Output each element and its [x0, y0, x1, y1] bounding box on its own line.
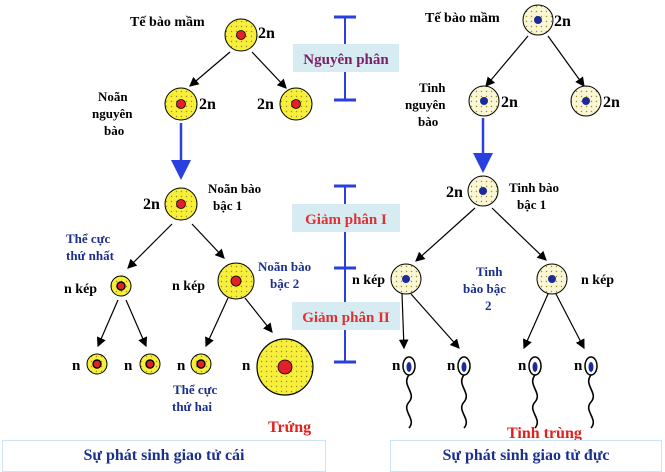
male-germ-cell-label: Tế bào mầm [425, 11, 500, 26]
primary-oocyte-label-1: Noãn bào [208, 181, 261, 196]
mitosis-phase-box [293, 44, 399, 72]
second-polar-body-label-1: Thể cực [173, 382, 217, 397]
primary-oocyte-ploidy: 2n [143, 196, 160, 213]
first-polar-body-label-2: thứ nhất [66, 248, 115, 263]
first-polar-body-cell [110, 275, 132, 297]
spermatogonium-label-2: nguyên [405, 97, 446, 112]
oogonium-label-2: nguyên [92, 106, 133, 121]
secondary-spermatocyte-2-ploidy: n kép [581, 273, 614, 288]
secondary-spermatocyte-1-ploidy: n kép [352, 273, 385, 288]
meiosis2-phase-label: Giảm phân II [302, 310, 390, 326]
spermatogonium-label-3: bào [418, 114, 438, 129]
female-germ-cell-label: Tế bào mầm [130, 15, 205, 30]
primary-spermatocyte-cell [467, 175, 499, 207]
second-polar-body-cell [190, 353, 212, 375]
female-germ-cell [224, 18, 258, 52]
sperm-cell-2 [457, 356, 471, 429]
sperm-4-ploidy: n [574, 358, 583, 374]
female-oogonium-ploidy: 2n [199, 96, 216, 113]
sperm-cell-1 [402, 356, 416, 429]
sperm-3-ploidy: n [518, 358, 527, 374]
male-caption: Sự phát sinh giao tử đực [390, 440, 662, 472]
primary-spermatocyte-label-1: Tinh bào [509, 180, 559, 195]
egg-cell [256, 338, 314, 396]
sperm-cell-3 [528, 356, 542, 429]
secondary-spermatocyte-cell-2 [536, 263, 568, 295]
secondary-oocyte-label-1: Noãn bào [258, 259, 311, 274]
spermatogonium-2-ploidy: 2n [603, 94, 620, 111]
male-germ-cell-ploidy: 2n [554, 13, 571, 30]
secondary-spermatocyte-label-3: 2 [485, 298, 492, 313]
egg-ploidy: n [242, 358, 251, 374]
polar-body-cell-2 [139, 353, 161, 375]
sperm-label: Tinh trùng [507, 425, 582, 442]
spermatogonium-ploidy: 2n [501, 94, 518, 111]
sperm-2-ploidy: n [447, 358, 456, 374]
phase-indicators: Nguyên phân Giảm phân I Giảm phân II [292, 15, 400, 364]
primary-oocyte-label-2: bậc 1 [213, 198, 242, 213]
polar-body-2-ploidy: n [124, 358, 133, 374]
female-germ-cell-ploidy: 2n [258, 25, 275, 42]
spermatogonium-label-1: Tinh [419, 80, 446, 95]
primary-oocyte-cell [164, 187, 198, 221]
primary-spermatocyte-ploidy: 2n [446, 184, 463, 201]
secondary-spermatocyte-cell-1 [390, 263, 422, 295]
sperm-1-ploidy: n [392, 358, 401, 374]
mitosis-phase-label: Nguyên phân [303, 52, 389, 68]
first-polar-body-ploidy: n kép [64, 282, 97, 297]
second-polar-body-ploidy: n [177, 358, 186, 374]
female-oogonium-cell [164, 87, 198, 121]
female-branch: Tế bào mầm 2n 2n 2n Noãn nguyên bào 2n N… [64, 15, 314, 436]
meiosis1-phase-box [292, 204, 400, 232]
secondary-oocyte-cell [217, 262, 255, 300]
male-germ-cell [522, 4, 554, 36]
polar-body-cell-1 [86, 353, 108, 375]
secondary-oocyte-label-2: bậc 2 [270, 276, 299, 291]
secondary-spermatocyte-label-1: Tinh [476, 264, 503, 279]
secondary-spermatocyte-label-2: bào bậc [463, 281, 506, 296]
polar-body-1-ploidy: n [72, 358, 81, 374]
female-oogonium-2-ploidy: 2n [257, 96, 274, 113]
spermatogonium-cell-2 [570, 85, 602, 117]
male-branch: Tế bào mầm 2n 2n 2n Tinh nguyên bào 2n T… [352, 4, 620, 442]
spermatogonium-cell [468, 85, 500, 117]
female-oogonium-cell-2 [279, 87, 313, 121]
oogonium-label-1: Noãn [98, 89, 128, 104]
female-caption: Sự phát sinh giao tử cái [2, 440, 326, 472]
sperm-cell-4 [584, 356, 598, 429]
meiosis2-phase-box [292, 302, 400, 330]
first-polar-body-label-1: Thể cực [66, 231, 110, 246]
second-polar-body-label-2: thứ hai [172, 399, 212, 414]
meiosis1-phase-label: Giảm phân I [305, 212, 387, 228]
egg-label: Trứng [268, 419, 311, 436]
oogonium-label-3: bào [104, 123, 124, 138]
primary-spermatocyte-label-2: bậc 1 [517, 197, 546, 212]
secondary-oocyte-ploidy: n kép [172, 279, 205, 294]
